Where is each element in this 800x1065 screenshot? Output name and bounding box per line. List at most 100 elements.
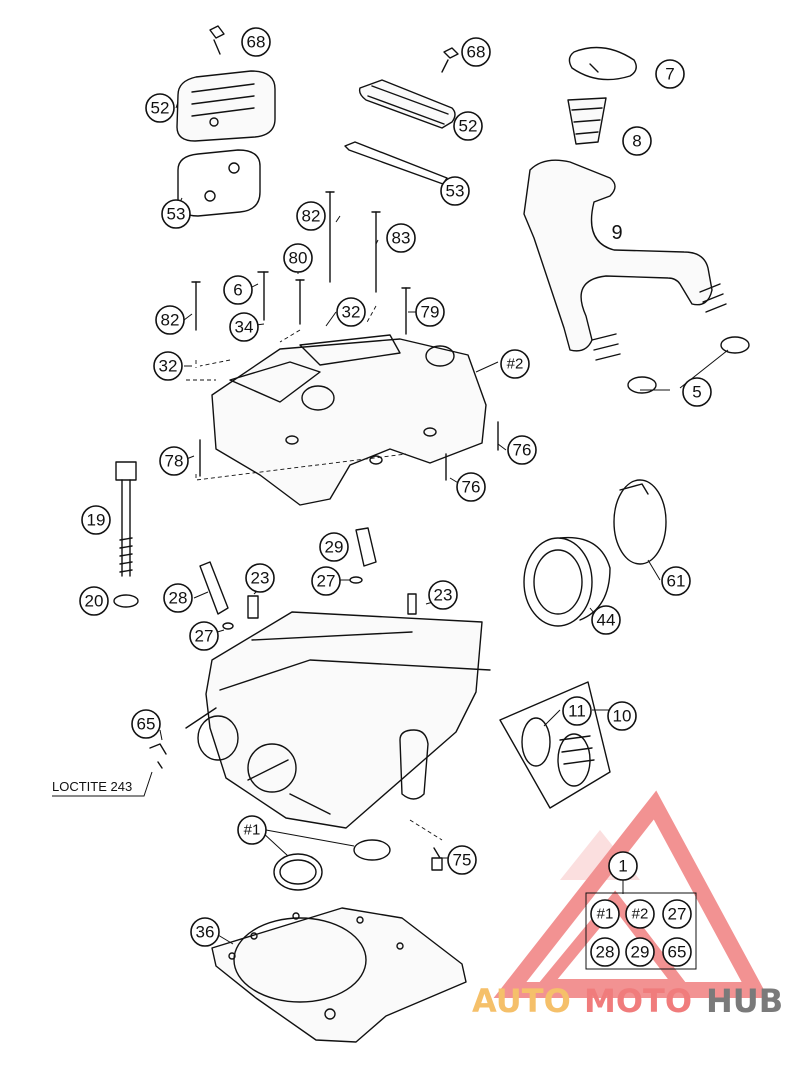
callout-11: 11 (562, 696, 592, 726)
o-ring-group (261, 829, 391, 891)
kit-item: 27 (662, 899, 692, 929)
svg-text:28: 28 (596, 943, 615, 962)
callout-10: 10 (607, 701, 637, 731)
svg-text:65: 65 (668, 943, 687, 962)
svg-text:29: 29 (325, 538, 344, 557)
callout-52: 52 (453, 111, 483, 141)
kit-item: 28 (590, 937, 620, 967)
svg-text:27: 27 (668, 905, 687, 924)
svg-text:9: 9 (611, 222, 622, 244)
svg-text:27: 27 (195, 627, 214, 646)
callout-76: 76 (456, 472, 486, 502)
svg-text:65: 65 (137, 715, 156, 734)
svg-text:23: 23 (434, 586, 453, 605)
callout-27: 27 (189, 621, 219, 651)
callout-29: 29 (319, 532, 349, 562)
callout-27: 27 (311, 566, 341, 596)
svg-text:53: 53 (446, 182, 465, 201)
callout-hash1: #1 (237, 815, 267, 845)
intake-manifold-group (499, 479, 667, 809)
svg-text:20: 20 (85, 592, 104, 611)
svg-text:83: 83 (392, 229, 411, 248)
head-bolt-group (113, 461, 139, 608)
svg-text:11: 11 (568, 702, 586, 721)
svg-text:52: 52 (151, 99, 170, 118)
kit-item: #2 (625, 899, 655, 929)
repair-kit-box (585, 880, 697, 970)
callout-9: 9 (611, 222, 622, 244)
callout-28: 28 (163, 583, 193, 613)
kit-item: 29 (625, 937, 655, 967)
svg-text:#2: #2 (632, 906, 649, 923)
svg-text:32: 32 (342, 303, 361, 322)
svg-text:29: 29 (631, 943, 650, 962)
callout-32: 32 (153, 351, 183, 381)
callout-5: 5 (682, 377, 712, 407)
callout-78: 78 (159, 446, 189, 476)
automotohub-watermark-text: AUTO MOTO HUB (472, 982, 783, 1020)
callout-8: 8 (622, 126, 652, 156)
svg-text:82: 82 (302, 207, 321, 226)
callout-32: 32 (336, 297, 366, 327)
svg-text:#1: #1 (244, 822, 261, 839)
callout-65: 65 (131, 709, 161, 739)
watermark-auto: AUTO (472, 982, 571, 1020)
svg-text:76: 76 (513, 441, 532, 460)
callout-20: 20 (79, 586, 109, 616)
head-gasket (211, 907, 467, 1043)
svg-text:68: 68 (467, 43, 486, 62)
svg-text:#2: #2 (507, 356, 524, 373)
valve-guide-group (199, 527, 417, 630)
svg-text:76: 76 (462, 478, 481, 497)
svg-text:#1: #1 (597, 906, 614, 923)
svg-text:61: 61 (667, 572, 686, 591)
callout-68: 68 (241, 27, 271, 57)
svg-text:68: 68 (247, 33, 266, 52)
svg-text:80: 80 (289, 249, 308, 268)
svg-text:19: 19 (87, 511, 106, 530)
svg-text:78: 78 (165, 452, 184, 471)
svg-text:28: 28 (169, 589, 188, 608)
svg-text:79: 79 (421, 303, 440, 322)
cylinder-head-group (149, 611, 491, 871)
callout-76: 76 (507, 435, 537, 465)
callout-53: 53 (440, 176, 470, 206)
svg-text:34: 34 (235, 318, 254, 337)
svg-text:7: 7 (665, 65, 674, 84)
svg-text:82: 82 (161, 311, 180, 330)
kit-item: #1 (590, 899, 620, 929)
callout-19: 19 (81, 505, 111, 535)
callout-68: 68 (461, 37, 491, 67)
loctite-callout: LOCTITE 243 (52, 771, 153, 797)
callout-53: 53 (161, 199, 191, 229)
callout-80: 80 (283, 243, 313, 273)
callout-23: 23 (428, 580, 458, 610)
svg-text:32: 32 (159, 357, 178, 376)
callout-82: 82 (155, 305, 185, 335)
camshaft-carrier-group (186, 191, 499, 506)
callout-34: 34 (229, 312, 259, 342)
svg-text:27: 27 (317, 572, 336, 591)
callout-hash2: #2 (500, 349, 530, 379)
intake-group (523, 46, 750, 394)
svg-text:52: 52 (459, 117, 478, 136)
callout-75: 75 (447, 845, 477, 875)
callout-82: 82 (296, 201, 326, 231)
svg-text:10: 10 (613, 707, 632, 726)
loctite-label: LOCTITE 243 (52, 779, 132, 794)
watermark-hub: HUB (706, 982, 783, 1020)
watermark-moto: MOTO (584, 982, 692, 1020)
svg-text:36: 36 (196, 923, 215, 942)
svg-text:8: 8 (632, 132, 641, 151)
callout-52: 52 (145, 93, 175, 123)
svg-text:1: 1 (618, 857, 627, 876)
callout-7: 7 (655, 59, 685, 89)
callout-44: 44 (591, 605, 621, 635)
svg-text:53: 53 (167, 205, 186, 224)
svg-text:44: 44 (597, 611, 616, 630)
cam-cover-group (344, 47, 459, 185)
callout-23: 23 (245, 563, 275, 593)
kit-item: 65 (662, 937, 692, 967)
svg-text:23: 23 (251, 569, 270, 588)
callouts: 68 68 52 52 53 53 7 8 9 5 82 83 80 6 82 … (79, 27, 712, 967)
